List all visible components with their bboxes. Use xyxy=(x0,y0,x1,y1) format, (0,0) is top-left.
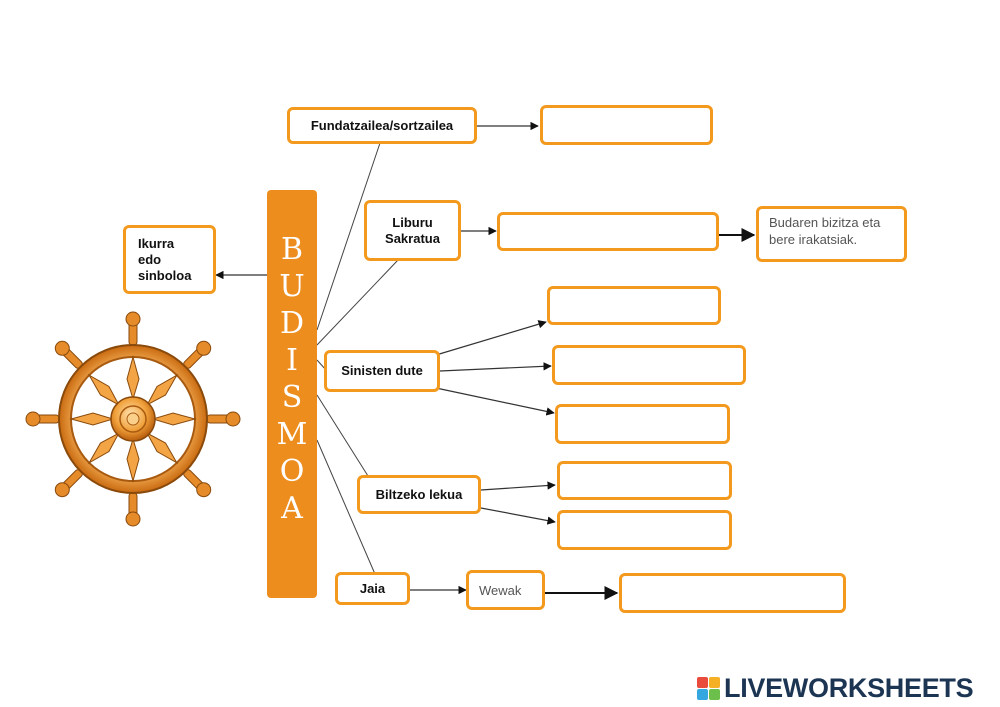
holy-book-note: Budaren bizitza eta bere irakatsiak. xyxy=(756,206,907,262)
arrow-gathering-2 xyxy=(480,507,556,525)
title-letter: S xyxy=(281,380,303,415)
node-festival-label: Jaia xyxy=(359,580,386,596)
arrow-beliefs-2 xyxy=(439,362,552,372)
holy-book-note-text: Budaren bizitza eta bere irakatsiak. xyxy=(769,215,881,247)
logo-mark-tile xyxy=(709,688,720,700)
answer-gathering-2-input[interactable] xyxy=(564,518,725,542)
title-letter: M xyxy=(276,417,308,452)
node-founder: Fundatzailea/sortzailea xyxy=(287,107,477,144)
answer-gathering-2[interactable] xyxy=(557,510,732,550)
liveworksheets-logo: LIVEWORKSHEETS xyxy=(697,671,974,705)
answer-festival[interactable] xyxy=(619,573,846,613)
budismoa-bar xyxy=(267,190,317,598)
node-beliefs: Sinisten dute xyxy=(324,350,440,392)
dharma-wheel-icon xyxy=(25,311,241,527)
node-symbol-label: Ikurra edo sinboloa xyxy=(138,235,192,283)
line-bar-festival xyxy=(316,439,376,575)
answer-founder-input[interactable] xyxy=(547,113,706,137)
node-founder-label: Fundatzailea/sortzailea xyxy=(310,117,454,133)
logo-mark-tile xyxy=(697,688,708,700)
answer-gathering-1[interactable] xyxy=(557,461,732,500)
answer-festival-input[interactable] xyxy=(628,581,837,605)
answer-holy-book[interactable] xyxy=(497,212,719,251)
answer-belief-2[interactable] xyxy=(552,345,746,385)
title-letter: B xyxy=(280,232,304,267)
line-bar-founder xyxy=(316,142,381,331)
node-gathering-place-label: Biltzeko lekua xyxy=(375,486,463,502)
node-gathering-place: Biltzeko lekua xyxy=(357,475,481,514)
node-holy-book: Liburu Sakratua xyxy=(364,200,461,261)
title-letter: U xyxy=(279,269,305,304)
line-bar-holy-book xyxy=(316,259,399,346)
logo-mark-icon xyxy=(697,676,720,700)
answer-gathering-1-input[interactable] xyxy=(564,469,725,492)
logo-mark-tile xyxy=(697,676,708,688)
answer-holy-book-input[interactable] xyxy=(506,220,710,243)
line-bar-gathering xyxy=(316,394,369,477)
answer-belief-3[interactable] xyxy=(555,404,730,444)
title-letter: A xyxy=(281,491,303,526)
festival-name-text: Wewak xyxy=(479,583,522,598)
arrow-beliefs-1 xyxy=(435,320,547,356)
node-festival: Jaia xyxy=(335,572,410,605)
answer-belief-2-input[interactable] xyxy=(560,353,738,377)
node-holy-book-label: Liburu Sakratua xyxy=(385,214,440,246)
title-letter: O xyxy=(279,454,305,489)
title-letter: I xyxy=(286,343,298,378)
answer-belief-1-input[interactable] xyxy=(554,294,714,317)
answer-belief-1[interactable] xyxy=(547,286,721,325)
node-beliefs-label: Sinisten dute xyxy=(341,363,423,378)
node-symbol: Ikurra edo sinboloa xyxy=(123,225,216,294)
title-letter: D xyxy=(279,306,305,341)
logo-mark-tile xyxy=(709,676,720,688)
answer-founder[interactable] xyxy=(540,105,713,145)
logo-text: LIVEWORKSHEETS xyxy=(724,672,974,703)
answer-belief-3-input[interactable] xyxy=(562,412,723,436)
festival-name: Wewak xyxy=(466,570,545,610)
arrow-beliefs-3 xyxy=(435,387,555,416)
arrow-gathering-1 xyxy=(480,481,556,491)
